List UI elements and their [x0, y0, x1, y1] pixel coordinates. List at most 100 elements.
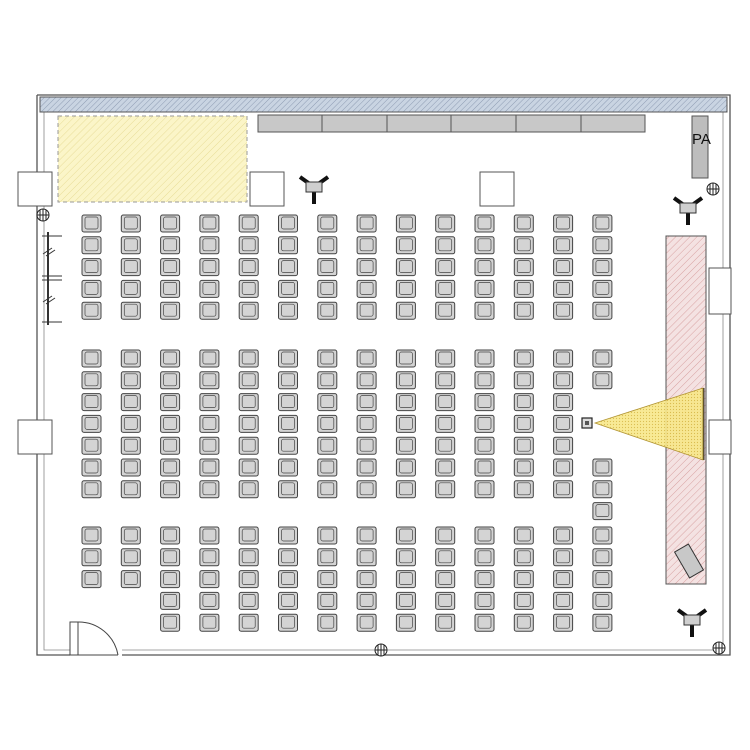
seat: [474, 570, 495, 589]
seat: [435, 480, 456, 499]
seat: [81, 414, 102, 433]
seat: [238, 279, 259, 298]
seat: [513, 548, 534, 567]
seat: [81, 279, 102, 298]
seat: [238, 393, 259, 412]
seat: [435, 548, 456, 567]
seat: [356, 301, 377, 320]
seat: [474, 371, 495, 390]
seat: [317, 458, 338, 477]
wall-fixture: [42, 232, 62, 325]
seat: [435, 570, 456, 589]
seat: [435, 349, 456, 368]
seat: [278, 480, 298, 499]
seat: [278, 258, 298, 277]
seat: [238, 591, 259, 610]
seat: [238, 480, 259, 499]
seat: [160, 214, 181, 233]
seat: [81, 480, 102, 499]
seat: [592, 301, 613, 320]
seat: [199, 214, 220, 233]
seat: [356, 349, 377, 368]
seat: [395, 236, 416, 255]
door-swing-icon[interactable]: [69, 621, 119, 656]
seat: [553, 591, 574, 610]
wall-openings: [708, 267, 732, 455]
seat: [435, 279, 456, 298]
seat: [199, 301, 220, 320]
seat: [356, 570, 377, 589]
seat: [553, 214, 574, 233]
seat: [160, 480, 181, 499]
seat: [592, 349, 613, 368]
seat: [160, 548, 181, 567]
seat: [160, 258, 181, 277]
seat: [592, 548, 613, 567]
seat: [199, 279, 220, 298]
seat: [513, 258, 534, 277]
seat: [395, 548, 416, 567]
reserved-area: [57, 115, 248, 203]
seat: [474, 480, 495, 499]
seat: [513, 236, 534, 255]
projector-icon: [581, 387, 704, 461]
seat: [160, 236, 181, 255]
seat: [435, 436, 456, 455]
seat: [160, 349, 181, 368]
seat: [395, 526, 416, 545]
seat: [160, 414, 181, 433]
seat: [553, 301, 574, 320]
seat: [356, 414, 377, 433]
seat: [395, 349, 416, 368]
seat: [120, 214, 141, 233]
seat: [356, 480, 377, 499]
seat: [592, 258, 613, 277]
seat: [356, 548, 377, 567]
seat: [513, 279, 534, 298]
seat: [238, 458, 259, 477]
seat: [317, 613, 338, 632]
seat: [120, 548, 141, 567]
seat: [199, 548, 220, 567]
seat: [553, 526, 574, 545]
lectern: [673, 543, 705, 579]
seat: [513, 301, 534, 320]
speaker-stand-icon: [298, 175, 330, 204]
seat: [238, 258, 259, 277]
seat: [160, 613, 181, 632]
seat: [81, 258, 102, 277]
seat: [238, 301, 259, 320]
seat: [278, 393, 298, 412]
seat: [238, 236, 259, 255]
seat: [120, 258, 141, 277]
seat: [474, 393, 495, 412]
seat: [317, 279, 338, 298]
seat: [160, 591, 181, 610]
seat: [513, 591, 534, 610]
columns: [17, 171, 515, 455]
seat: [238, 414, 259, 433]
speaker-stand-icon: [676, 608, 708, 637]
seat: [120, 570, 141, 589]
seat: [513, 480, 534, 499]
seat: [317, 414, 338, 433]
seat: [395, 436, 416, 455]
wall-panels: [257, 114, 646, 133]
seat: [120, 393, 141, 412]
seat: [120, 436, 141, 455]
seat: [160, 436, 181, 455]
seat: [435, 214, 456, 233]
seat: [317, 548, 338, 567]
seat: [160, 279, 181, 298]
seat: [120, 301, 141, 320]
seat: [592, 458, 613, 477]
seat: [592, 279, 613, 298]
seat: [317, 236, 338, 255]
seat: [395, 258, 416, 277]
seat: [120, 458, 141, 477]
seat: [199, 613, 220, 632]
seat: [317, 349, 338, 368]
seat: [356, 258, 377, 277]
seat: [356, 591, 377, 610]
